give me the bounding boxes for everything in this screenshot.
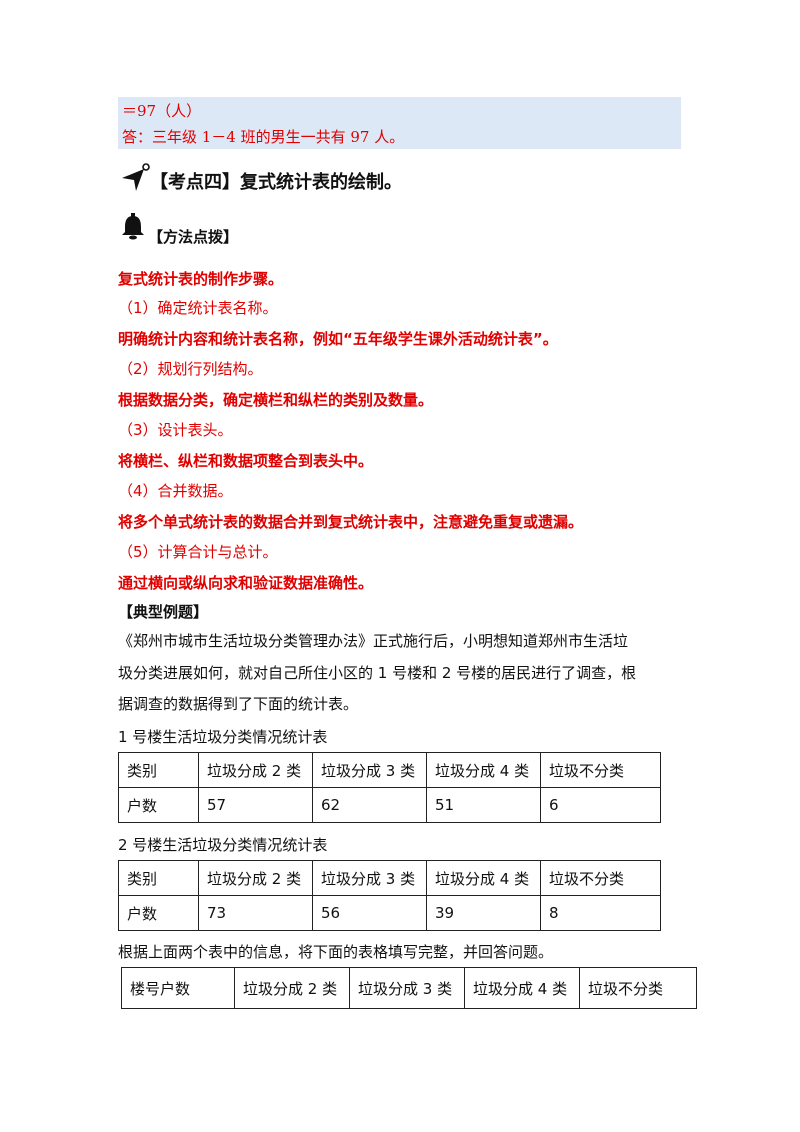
table-header-row: 类别 垃圾分成 2 类 垃圾分成 3 类 垃圾分成 4 类 垃圾不分类 (118, 860, 661, 896)
step-desc: 将横栏、纵栏和数据项整合到表头中。 (118, 452, 374, 470)
table-cell: 户数 (118, 895, 199, 931)
table-cell: 51 (426, 787, 541, 823)
table-cell: 垃圾分成 2 类 (198, 860, 313, 896)
table1: 类别 垃圾分成 2 类 垃圾分成 3 类 垃圾分成 4 类 垃圾不分类 户数 5… (118, 752, 661, 823)
table2-caption: 2 号楼生活垃圾分类情况统计表 (118, 836, 328, 854)
table-cell: 73 (198, 895, 313, 931)
problem-line: 《郑州市城市生活垃圾分类管理办法》正式施行后，小明想知道郑州市生活垃 (118, 632, 629, 650)
step-desc: 明确统计内容和统计表名称，例如“五年级学生课外活动统计表”。 (118, 330, 558, 348)
table-cell: 8 (540, 895, 661, 931)
step-label: （5）计算合计与总计。 (118, 543, 278, 561)
table-cell: 垃圾不分类 (579, 967, 697, 1009)
table-cell: 垃圾不分类 (540, 860, 661, 896)
step-desc: 根据数据分类，确定横栏和纵栏的类别及数量。 (118, 391, 434, 409)
table-cell: 57 (198, 787, 313, 823)
table3: 楼号户数 垃圾分成 2 类 垃圾分成 3 类 垃圾分成 4 类 垃圾不分类 (121, 967, 697, 1009)
table-cell: 垃圾分成 3 类 (312, 860, 427, 896)
table-cell: 类别 (118, 752, 199, 788)
table-cell: 垃圾分成 2 类 (198, 752, 313, 788)
step-desc: 通过横向或纵向求和验证数据准确性。 (118, 574, 374, 592)
table-cell: 6 (540, 787, 661, 823)
table-cell: 户数 (118, 787, 199, 823)
step-label: （2）规划行列结构。 (118, 360, 263, 378)
table-header-row: 类别 垃圾分成 2 类 垃圾分成 3 类 垃圾分成 4 类 垃圾不分类 (118, 752, 661, 788)
example-heading: 【典型例题】 (118, 603, 209, 621)
table-cell: 垃圾分成 3 类 (312, 752, 427, 788)
navigation-arrow-icon (122, 163, 150, 191)
answer-box (118, 97, 681, 149)
table-cell: 垃圾分成 4 类 (464, 967, 580, 1009)
method-title: 复式统计表的制作步骤。 (118, 270, 284, 288)
instruction-text: 根据上面两个表中的信息，将下面的表格填写完整，并回答问题。 (118, 943, 554, 961)
table-cell: 垃圾分成 4 类 (426, 752, 541, 788)
step-label: （1）确定统计表名称。 (118, 299, 278, 317)
step-label: （3）设计表头。 (118, 421, 233, 439)
bell-icon (122, 213, 144, 240)
answer-equation: ＝97（人） (122, 102, 202, 120)
table-cell: 楼号户数 (121, 967, 235, 1009)
step-desc: 将多个单式统计表的数据合并到复式统计表中，注意避免重复或遗漏。 (118, 513, 584, 531)
table-cell: 56 (312, 895, 427, 931)
table-header-row: 楼号户数 垃圾分成 2 类 垃圾分成 3 类 垃圾分成 4 类 垃圾不分类 (121, 967, 697, 1009)
table-cell: 垃圾分成 3 类 (349, 967, 465, 1009)
table-row: 户数 73 56 39 8 (118, 895, 661, 931)
problem-line: 圾分类进展如何，就对自己所住小区的 1 号楼和 2 号楼的居民进行了调查，根 (118, 664, 637, 682)
problem-line: 据调查的数据得到了下面的统计表。 (118, 695, 359, 713)
table-cell: 类别 (118, 860, 199, 896)
section-heading: 【考点四】复式统计表的绘制。 (150, 172, 402, 193)
table-row: 户数 57 62 51 6 (118, 787, 661, 823)
table-cell: 垃圾不分类 (540, 752, 661, 788)
table-cell: 垃圾分成 2 类 (234, 967, 350, 1009)
table-cell: 39 (426, 895, 541, 931)
table-cell: 垃圾分成 4 类 (426, 860, 541, 896)
answer-conclusion: 答：三年级 1－4 班的男生一共有 97 人。 (122, 128, 405, 146)
table1-caption: 1 号楼生活垃圾分类情况统计表 (118, 728, 328, 746)
table2: 类别 垃圾分成 2 类 垃圾分成 3 类 垃圾分成 4 类 垃圾不分类 户数 7… (118, 860, 661, 931)
step-label: （4）合并数据。 (118, 482, 233, 500)
method-heading: 【方法点拨】 (148, 228, 239, 246)
table-cell: 62 (312, 787, 427, 823)
